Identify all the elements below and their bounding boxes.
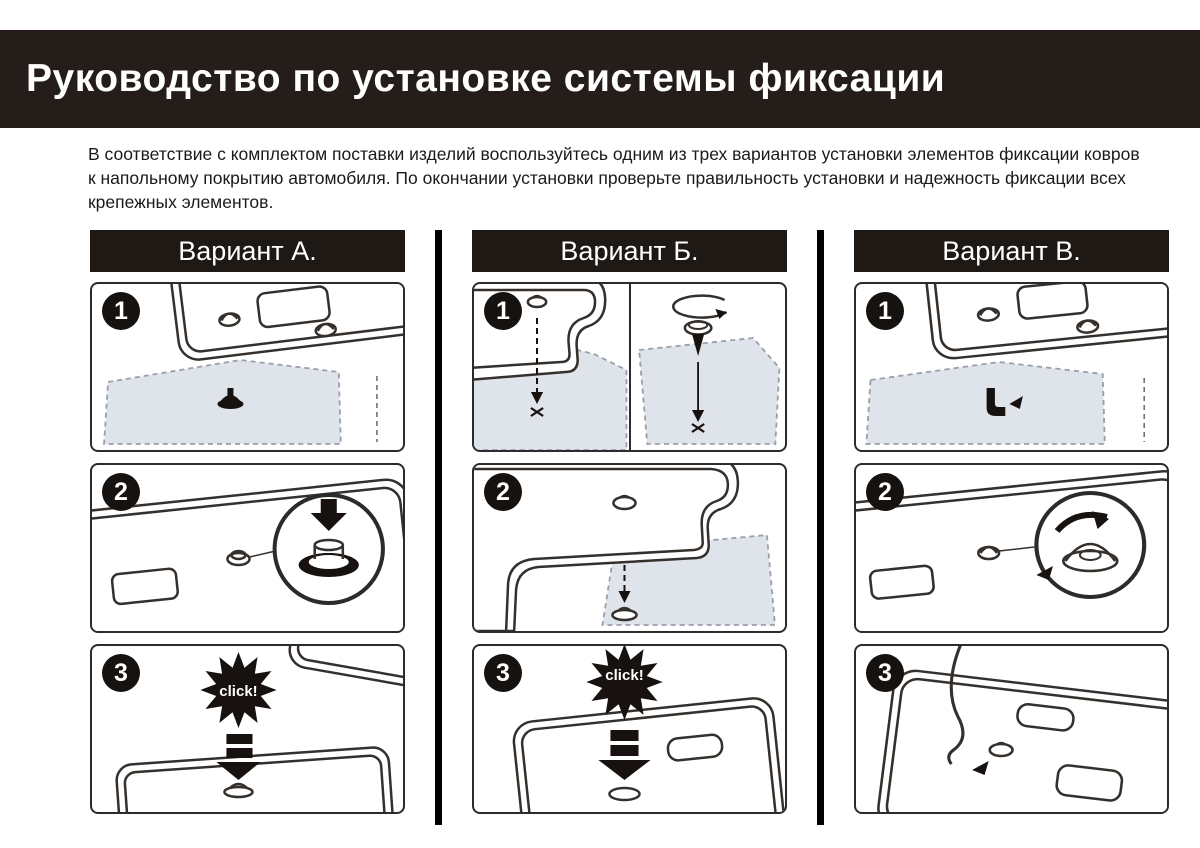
pointer-arrow-icon	[972, 761, 989, 776]
step-1-left-subpanel	[474, 284, 629, 451]
step-number-badge: 1	[484, 292, 522, 331]
rotate-arrow-icon	[1054, 511, 1109, 534]
variant-a-step-2-panel: 2	[90, 463, 405, 634]
illustration-a3-click-lock: click!	[115, 646, 403, 813]
mat-button-icon	[988, 742, 1014, 758]
click-burst: click!	[586, 646, 663, 721]
step-number-badge: 2	[102, 473, 140, 512]
hook-strap-icon	[947, 646, 965, 766]
insert-down-arrow-icon	[690, 362, 705, 434]
hook-fastener-icon	[986, 388, 1023, 417]
screw-fastener-icon	[683, 320, 713, 357]
illustration-b1-left	[474, 284, 628, 451]
step-number-badge: 2	[866, 473, 904, 512]
step-number-badge: 2	[484, 473, 522, 512]
page-margin-top	[0, 0, 1200, 30]
illustration-b3-click-lock: click!	[512, 646, 785, 813]
step-number-badge: 3	[866, 654, 904, 693]
magnifier-circle	[1034, 491, 1147, 600]
mat-button-icon	[976, 307, 1100, 335]
illustration-a1-mat-over-floor	[103, 284, 403, 446]
floor-fastener-icon	[217, 388, 244, 410]
variant-b-header: Вариант Б.	[472, 230, 787, 273]
insert-down-arrow-icon	[618, 565, 631, 604]
variant-a-header: Вариант А.	[90, 230, 405, 273]
variant-c-step-3-panel: 3	[854, 644, 1169, 815]
mat-button-icon	[218, 312, 337, 338]
variant-c-step-2-panel: 2	[854, 463, 1169, 634]
variant-c-label: Вариант В.	[942, 235, 1081, 266]
variant-b-step-2-panel: 2	[472, 463, 787, 634]
step-number-badge: 1	[866, 292, 904, 331]
variant-c-header: Вариант В.	[854, 230, 1169, 273]
click-burst: click!	[200, 652, 277, 729]
step-number-badge: 1	[102, 292, 140, 331]
variant-b-step-3-panel: 3 click!	[472, 644, 787, 815]
intro-text: В соответствие с комплектом поставки изд…	[88, 144, 1140, 213]
press-down-arrow-icon	[310, 499, 347, 532]
magnifier-circle	[272, 493, 385, 606]
step-1-right-subpanel	[628, 284, 786, 451]
mat-button-icon	[526, 295, 548, 309]
column-divider	[817, 230, 824, 826]
step-number-badge: 3	[484, 654, 522, 693]
column-divider	[435, 230, 442, 826]
variant-a-step-1-panel: 1	[90, 282, 405, 453]
click-label: click!	[219, 683, 257, 700]
illustration-b2-align-fastener	[474, 465, 776, 632]
variant-a-step-3-panel: 3 click!	[90, 644, 405, 815]
step-number-badge: 3	[102, 654, 140, 693]
variant-b-label: Вариант Б.	[560, 235, 699, 266]
illustration-a2-press-fastener	[92, 478, 403, 632]
mat-button-icon	[612, 495, 637, 511]
click-label: click!	[605, 667, 643, 684]
mat-button-icon	[226, 550, 276, 567]
variant-b-step-1-panel: 1	[472, 282, 787, 453]
variant-a-label: Вариант А.	[178, 235, 317, 266]
pointer-arrow-icon	[1036, 566, 1053, 581]
variant-c-step-1-panel: 1	[854, 282, 1169, 453]
rotate-arrow-icon	[671, 294, 727, 320]
page-title: Руководство по установке системы фиксаци…	[26, 57, 946, 100]
insert-down-arrow-icon	[530, 318, 544, 418]
illustration-c3-hook-attached	[877, 646, 1167, 813]
mat-button-icon	[223, 783, 254, 799]
illustration-c2-turn-lock	[856, 470, 1167, 632]
press-down-arrow-icon	[598, 730, 651, 781]
mat-hole-icon	[608, 787, 641, 802]
variant-column-a: Вариант А. 1	[90, 230, 405, 825]
illustration-b1-right	[637, 294, 780, 446]
illustration-c1-mat-over-hook	[865, 284, 1167, 446]
title-bar: Руководство по установке системы фиксаци…	[0, 30, 1200, 128]
variants-row: Вариант А. 1	[90, 230, 1200, 826]
press-down-arrow-icon	[216, 734, 261, 781]
mat-button-icon	[977, 546, 1035, 561]
variant-column-b: Вариант Б. 1	[472, 230, 787, 825]
floor-fastener-icon	[611, 607, 638, 622]
variant-column-c: Вариант В. 1	[854, 230, 1169, 825]
